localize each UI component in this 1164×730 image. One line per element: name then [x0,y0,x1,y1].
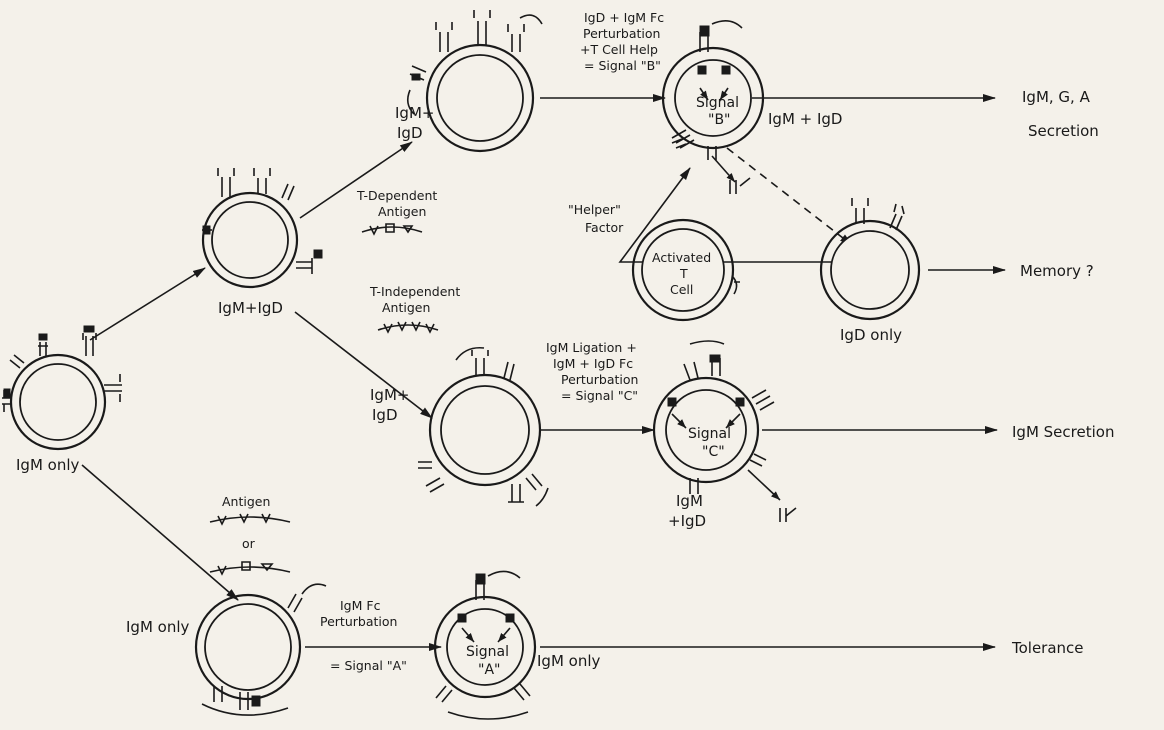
arrows [82,98,1005,647]
label-t-independent-antigen: Antigen [382,300,430,315]
label-activated: Activated [652,250,711,265]
signal-c-word: Signal [688,426,731,442]
label-igm-plus-mid: IgM+ [370,386,409,404]
arrow-signal-b-to-memory [727,148,852,245]
label-igm-only: IgM only [16,456,80,474]
label-memory: Memory ? [1020,262,1094,280]
signal-a-condition-3: = Signal "A" [330,658,407,673]
signal-b-letter: "B" [708,112,730,128]
signal-b-word: Signal [696,95,739,111]
arrow-igmonly-to-lower [82,465,238,600]
signal-a-letter: "A" [478,662,500,678]
arrow-igmonly-to-igmigd [90,268,205,340]
signal-b-condition-1: IgD + IgM Fc [584,10,664,25]
label-helper: "Helper" [568,202,621,217]
arrow-igmigd-to-mid [295,312,432,418]
label-t-dependent-antigen: Antigen [378,204,426,219]
label-igm-only-a: IgM only [537,652,601,670]
cell-igm-igd-top [427,45,533,151]
cell-igm-igd [203,193,297,287]
signal-b-condition-2: Perturbation [583,26,660,41]
cell-igm-only-lower [196,595,300,699]
label-or: or [242,536,256,551]
signal-c-condition-4: = Signal "C" [561,388,638,403]
signal-b-condition-3: +T Cell Help [580,42,658,57]
label-factor: Factor [585,220,624,235]
label-igd-mid: IgD [372,406,398,424]
label-igm-igd-b: IgM + IgD [768,110,843,128]
signal-c-letter: "C" [702,444,725,460]
label-activated-cell: Cell [670,282,693,297]
label-igd-c: +IgD [668,512,706,530]
label-igm-only-lower: IgM only [126,618,190,636]
signal-c-condition-2: IgM + IgD Fc [553,356,633,371]
text-labels: IgM only IgM+IgD IgM+ IgD T-Dependent An… [16,10,1114,678]
cell-igm-igd-mid [430,375,540,485]
signal-c-condition-1: IgM Ligation + [546,340,637,355]
arrow-shed-c [748,470,780,500]
label-igm-plus-top: IgM+ [395,104,434,122]
label-t-independent: T-Independent [369,284,460,299]
label-igm-igd: IgM+IgD [218,299,283,317]
label-igm-secretion: IgM Secretion [1012,423,1114,441]
signal-c-condition-3: Perturbation [561,372,638,387]
signal-a-condition-2: Perturbation [320,614,397,629]
signal-b-condition-4: = Signal "B" [584,58,661,73]
label-igd-top: IgD [397,124,423,142]
label-antigen: Antigen [222,494,270,509]
label-igmga: IgM, G, A [1022,88,1091,106]
label-igmga-secretion: Secretion [1028,122,1099,140]
label-t-dependent: T-Dependent [356,188,437,203]
signal-a-condition-1: IgM Fc [340,598,381,613]
label-activated-t: T [679,266,688,281]
cell-igm-only [11,355,105,449]
cell-igd-only [821,221,919,319]
signal-a-word: Signal [466,644,509,660]
label-igm-c: IgM [676,492,703,510]
label-tolerance: Tolerance [1011,639,1084,657]
label-igd-only: IgD only [840,326,902,344]
